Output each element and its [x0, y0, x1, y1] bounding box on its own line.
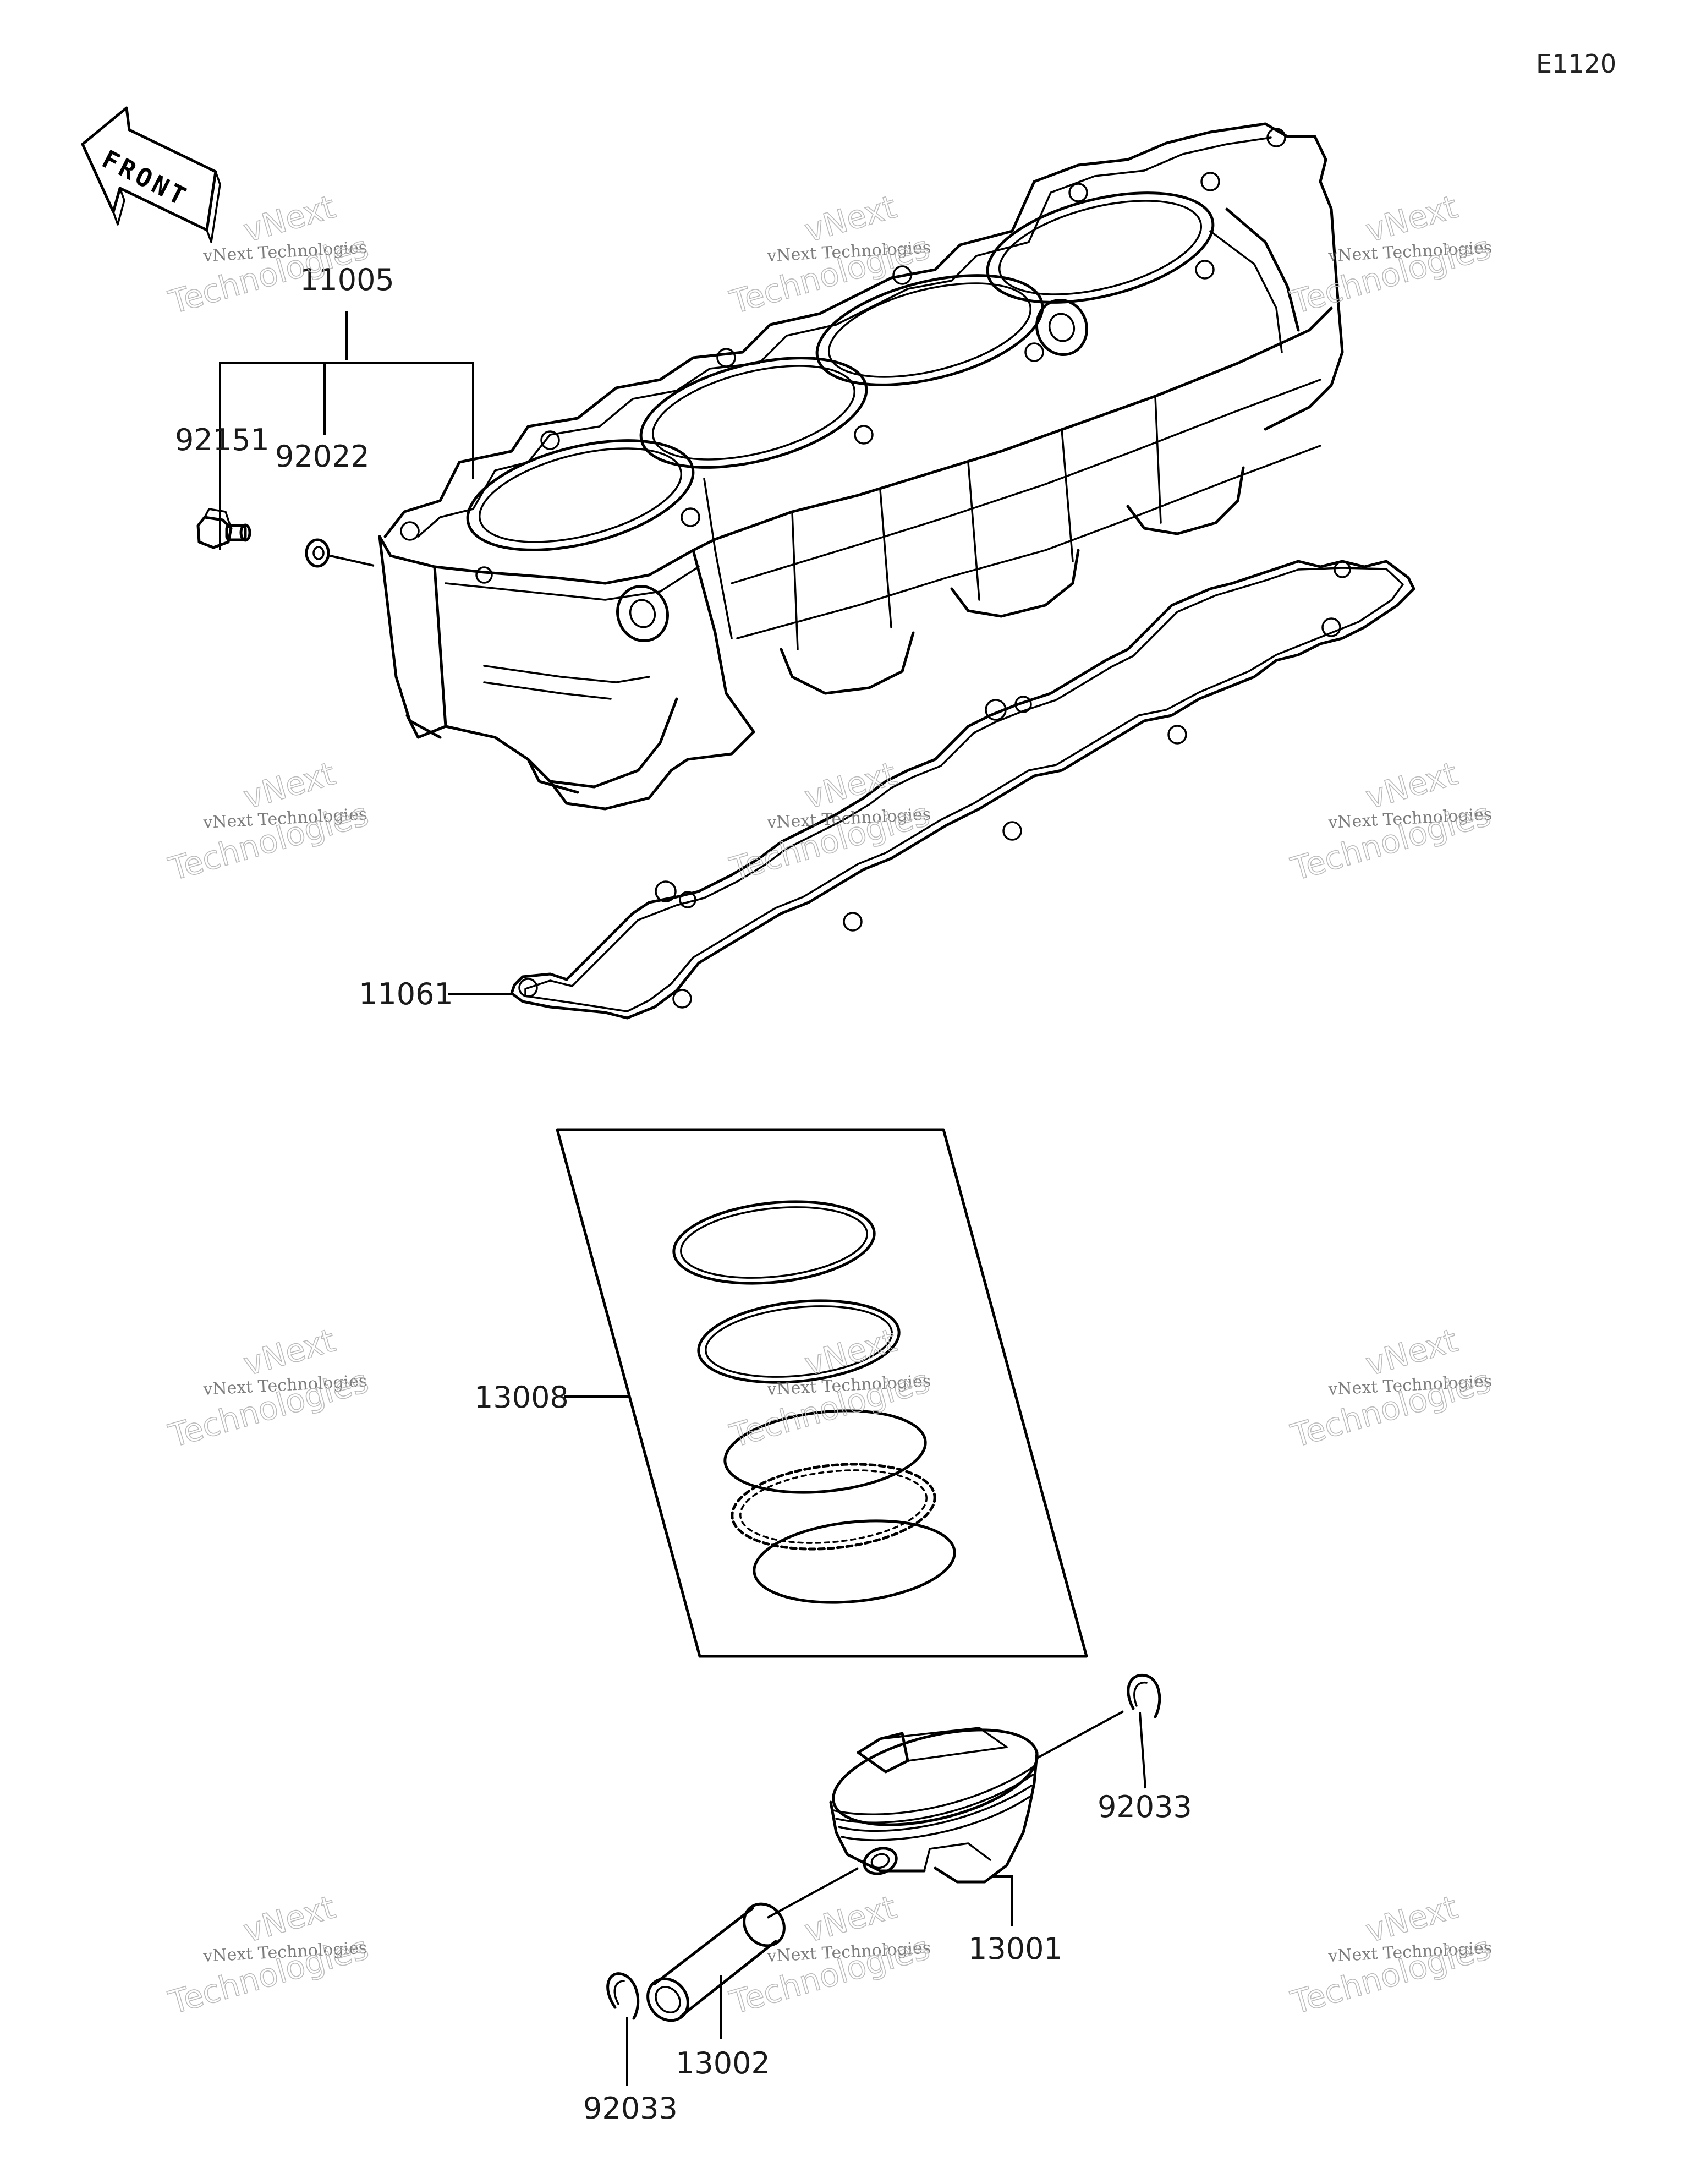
part-label-bolt: 92151: [175, 423, 270, 457]
part-label-piston-ring-set: 13008: [474, 1380, 569, 1415]
watermark-10: vNext Technologies vNext Technologies: [164, 1888, 372, 2022]
cylinder-block-leader: [219, 311, 474, 550]
part-label-gasket: 11061: [359, 977, 453, 1011]
piston-pin-icon: [646, 1902, 786, 2022]
watermark-1: vNext Technologies vNext Technologies: [164, 188, 372, 322]
watermark-4: vNext Technologies vNext Technologies: [164, 754, 372, 889]
part-label-piston: 13001: [968, 1931, 1063, 1966]
cylinder-head-gasket: [510, 560, 1415, 1020]
snap-ring-left-icon: [606, 1972, 640, 2020]
piston-pin-leader: [720, 1867, 859, 2039]
piston-icon: [829, 1727, 1039, 1884]
piston-ring-set-box: [556, 1128, 1088, 1658]
front-arrow-icon: FRONT: [81, 106, 221, 243]
watermark-2: vNext Technologies vNext Technologies: [725, 188, 934, 322]
part-label-washer: 92022: [275, 439, 370, 474]
watermark-12: vNext Technologies vNext Technologies: [1286, 1888, 1495, 2022]
washer-icon: [305, 538, 375, 568]
part-label-snap-ring-left: 92033: [583, 2091, 678, 2126]
watermark-6: vNext Technologies vNext Technologies: [1286, 754, 1495, 889]
bolt-icon: [196, 508, 251, 549]
snap-ring-right-icon: [1127, 1673, 1161, 1718]
piston-leader: [992, 1875, 1013, 1926]
part-label-cylinder-block: 11005: [300, 262, 394, 297]
snap-ring-right-leader: [1036, 1710, 1146, 1789]
watermark-9: vNext Technologies vNext Technologies: [1286, 1321, 1495, 1455]
part-label-piston-pin: 13002: [676, 2046, 770, 2081]
cylinder-block: [378, 122, 1344, 811]
watermark-3: vNext Technologies vNext Technologies: [1286, 188, 1495, 322]
diagram-code: E1120: [1536, 49, 1616, 79]
watermark-7: vNext Technologies vNext Technologies: [164, 1321, 372, 1455]
watermark-5: vNext Technologies vNext Technologies: [725, 754, 934, 889]
watermark-8: vNext Technologies vNext Technologies: [725, 1321, 934, 1455]
part-label-snap-ring-right: 92033: [1098, 1789, 1192, 1824]
